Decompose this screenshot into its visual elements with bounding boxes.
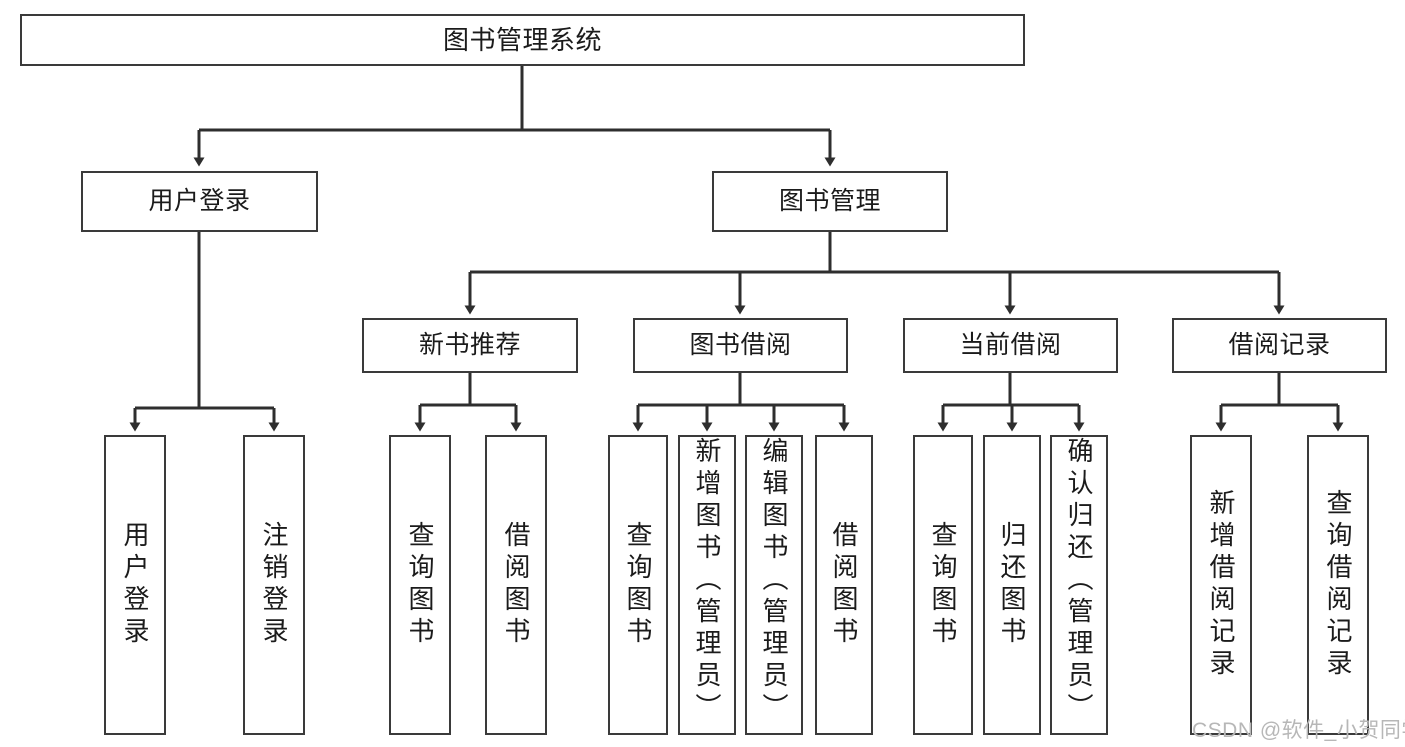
node-current-borrow-label: 当前借阅 <box>959 331 1062 359</box>
leaf-borrow-book-recommend-label: 借阅图书 <box>501 521 531 649</box>
leaf-query-book-borrow[interactable]: 查询图书 <box>608 435 668 735</box>
leaf-logout[interactable]: 注销登录 <box>243 435 305 735</box>
node-new-book-recommend-label: 新书推荐 <box>418 331 521 359</box>
leaf-query-book-borrow-label: 查询图书 <box>623 521 653 649</box>
leaf-add-book-admin-label: 新增图书（管理员） <box>692 437 722 725</box>
node-borrow-record[interactable]: 借阅记录 <box>1172 318 1387 373</box>
node-new-book-recommend[interactable]: 新书推荐 <box>362 318 578 373</box>
leaf-add-borrow-record[interactable]: 新增借阅记录 <box>1190 435 1252 735</box>
node-user-login-label: 用户登录 <box>148 187 251 215</box>
node-user-login[interactable]: 用户登录 <box>81 171 318 232</box>
leaf-edit-book-admin-label: 编辑图书（管理员） <box>759 437 789 725</box>
leaf-add-borrow-record-label: 新增借阅记录 <box>1206 489 1236 681</box>
leaf-query-book-current[interactable]: 查询图书 <box>913 435 973 735</box>
node-book-management-label: 图书管理 <box>778 187 881 215</box>
leaf-edit-book-admin[interactable]: 编辑图书（管理员） <box>745 435 803 735</box>
node-root[interactable]: 图书管理系统 <box>20 14 1025 66</box>
leaf-borrow-book[interactable]: 借阅图书 <box>815 435 873 735</box>
leaf-query-book-recommend[interactable]: 查询图书 <box>389 435 451 735</box>
leaf-return-book[interactable]: 归还图书 <box>983 435 1041 735</box>
node-borrow-record-label: 借阅记录 <box>1228 331 1331 359</box>
leaf-query-book-current-label: 查询图书 <box>928 521 958 649</box>
leaf-return-book-label: 归还图书 <box>997 521 1027 649</box>
node-root-label: 图书管理系统 <box>442 25 602 55</box>
leaf-logout-label: 注销登录 <box>259 521 289 649</box>
node-current-borrow[interactable]: 当前借阅 <box>903 318 1118 373</box>
csdn-watermark: CSDN @软件_小贺同学 <box>1192 719 1405 742</box>
leaf-borrow-book-recommend[interactable]: 借阅图书 <box>485 435 547 735</box>
node-book-borrow[interactable]: 图书借阅 <box>633 318 848 373</box>
leaf-user-login-label: 用户登录 <box>120 521 150 649</box>
leaf-query-borrow-record-label: 查询借阅记录 <box>1323 489 1353 681</box>
leaf-confirm-return-admin-label: 确认归还（管理员） <box>1064 437 1094 725</box>
node-book-borrow-label: 图书借阅 <box>689 331 792 359</box>
leaf-query-borrow-record[interactable]: 查询借阅记录 <box>1307 435 1369 735</box>
leaf-query-book-recommend-label: 查询图书 <box>405 521 435 649</box>
leaf-add-book-admin[interactable]: 新增图书（管理员） <box>678 435 736 735</box>
leaf-user-login[interactable]: 用户登录 <box>104 435 166 735</box>
node-book-management[interactable]: 图书管理 <box>712 171 948 232</box>
leaf-borrow-book-label: 借阅图书 <box>829 521 859 649</box>
leaf-confirm-return-admin[interactable]: 确认归还（管理员） <box>1050 435 1108 735</box>
